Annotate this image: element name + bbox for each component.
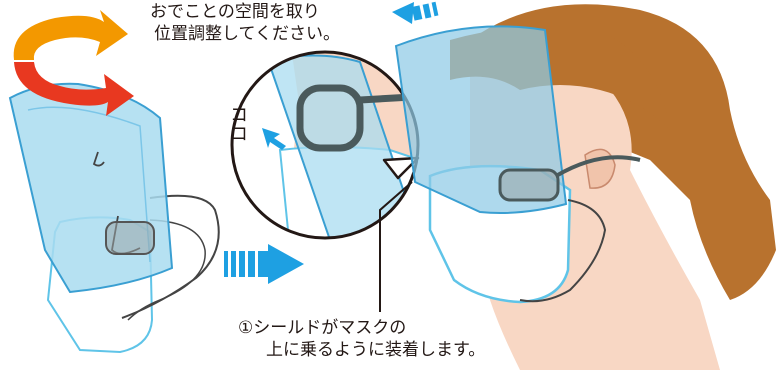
left-shield-inner-edge xyxy=(27,106,151,263)
move-right-arrow-icon xyxy=(224,244,304,284)
gap-callout-line-2: コ xyxy=(230,124,248,145)
step-1-caption-line-1: ①シールドがマスクの xyxy=(238,318,407,338)
adjust-position-caption-line-2: 位置調整してください。 xyxy=(154,24,340,44)
woman-wearing-shield-figure xyxy=(394,4,776,370)
rotate-arrow-icon xyxy=(13,10,128,60)
adjust-position-caption-line-1: おでことの空間を取り xyxy=(150,2,320,22)
left-ear-strap xyxy=(121,194,220,319)
step-1-caption-line-2: 上に乗るように装着します。 xyxy=(266,340,486,360)
detail-zoom-circle xyxy=(230,50,420,240)
left-glasses-lens xyxy=(105,221,155,255)
right-shield-shape xyxy=(394,25,568,214)
adjust-left-arrow-icon xyxy=(392,1,439,24)
gap-callout-line-1: コ xyxy=(230,105,248,126)
adjust-position-caption: おでことの空間を取り 位置調整してください。 xyxy=(150,1,340,45)
right-glasses-lens xyxy=(498,168,560,202)
caption-leader-line xyxy=(379,181,413,312)
left-shield-shape xyxy=(8,82,174,294)
left-ear-strap-2 xyxy=(127,219,206,321)
gap-callout-label: コ コ xyxy=(230,106,248,144)
step-1-caption: ①シールドがマスクの 上に乗るように装着します。 xyxy=(238,317,485,361)
gap-pointer-arrow-icon xyxy=(262,128,286,150)
rotate-arrow-lower-icon xyxy=(14,62,134,116)
rotating-shield-figure xyxy=(8,10,220,354)
